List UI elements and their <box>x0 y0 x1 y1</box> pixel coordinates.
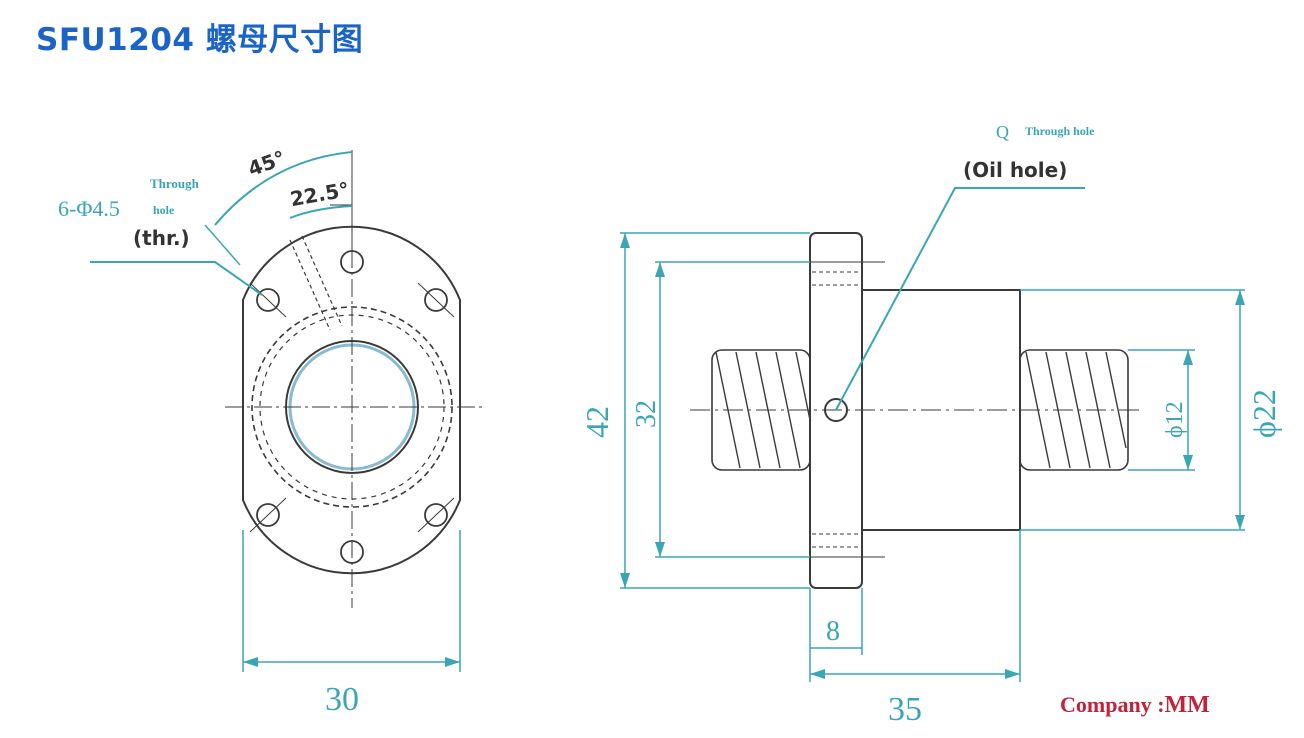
page-title: SFU1204 螺母尺寸图 <box>36 22 364 58</box>
company-label: Company :MM <box>1060 692 1210 718</box>
screw-dia-dimension: ϕ12 <box>1162 401 1188 438</box>
oil-q-label: Q <box>996 122 1009 142</box>
flange-dia-dimension: 42 <box>579 406 615 438</box>
company-separator: : <box>1152 692 1165 717</box>
through-hole-line2: hole <box>153 203 175 217</box>
oil-through-label: Through hole <box>1025 124 1095 138</box>
nut-length-dimension: 35 <box>888 691 922 728</box>
through-hole-line1: Through <box>150 176 200 191</box>
bolt-holes <box>249 250 455 564</box>
flange-thickness-dimension: 8 <box>826 616 840 647</box>
angle-outer-label: 45° <box>245 146 289 181</box>
nut-side-view <box>620 187 1245 682</box>
bolt-circle-dimension: 32 <box>631 400 662 428</box>
width-dimension: 30 <box>325 681 359 718</box>
company-value: MM <box>1165 692 1210 718</box>
thr-label: (thr.) <box>133 226 190 250</box>
flange-front-view <box>90 150 482 672</box>
company-name: Company <box>1060 692 1152 717</box>
hole-callout: 6-Φ4.5 <box>58 196 120 221</box>
oil-hole-label: (Oil hole) <box>963 158 1067 182</box>
nut-dia-dimension: ϕ22 <box>1246 389 1282 438</box>
